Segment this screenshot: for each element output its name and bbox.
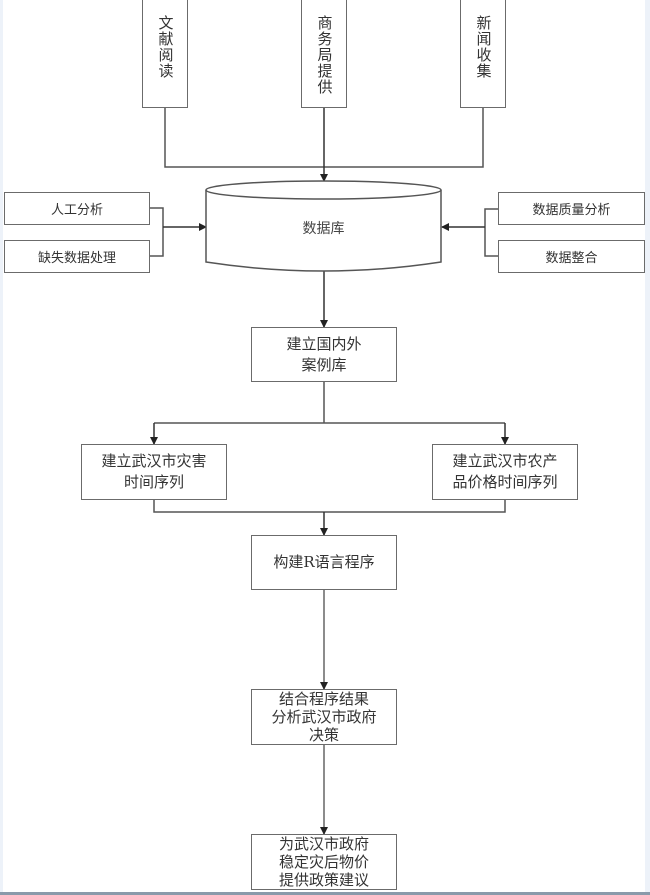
connector-quality-analysis xyxy=(484,208,498,257)
price-series-box: 建立武汉市农产 品价格时间序列 xyxy=(432,444,578,500)
missing-data-label: 缺失数据处理 xyxy=(37,251,116,266)
r-program-label: 构建R语言程序 xyxy=(273,553,375,571)
source-literature-label: 文献阅读 xyxy=(156,15,175,79)
integration-box: 数据整合 xyxy=(498,240,645,273)
connector-case-split xyxy=(154,381,505,424)
source-commerce-bureau-box: 商务局提供 xyxy=(301,0,347,108)
quality-analysis-box: 数据质量分析 xyxy=(498,192,645,225)
recommendation-label: 为武汉市政府 稳定灾后物价 提供政策建议 xyxy=(278,835,369,889)
disaster-series-label: 建立武汉市灾害 时间序列 xyxy=(101,452,207,491)
recommendation-box: 为武汉市政府 稳定灾后物价 提供政策建议 xyxy=(251,834,397,890)
analysis-label: 结合程序结果 分析武汉市政府 决策 xyxy=(271,690,377,744)
database-cylinder xyxy=(205,180,442,272)
connector-series-merge xyxy=(153,499,506,513)
left-edge-strip xyxy=(0,0,3,893)
connector-news xyxy=(324,108,484,168)
right-edge-strip xyxy=(645,0,650,893)
case-library-box: 建立国内外 案例库 xyxy=(251,327,397,382)
connector-manual-analysis xyxy=(149,207,164,257)
source-news-label: 新闻收集 xyxy=(474,15,493,79)
database-label: 数据库 xyxy=(302,221,345,237)
source-commerce-bureau-label: 商务局提供 xyxy=(315,15,334,95)
integration-label: 数据整合 xyxy=(545,251,598,266)
source-literature-box: 文献阅读 xyxy=(142,0,188,108)
quality-analysis-label: 数据质量分析 xyxy=(532,203,611,218)
connector-literature xyxy=(164,108,324,168)
manual-analysis-label: 人工分析 xyxy=(50,203,103,218)
price-series-label: 建立武汉市农产 品价格时间序列 xyxy=(452,452,558,491)
analysis-box: 结合程序结果 分析武汉市政府 决策 xyxy=(251,689,397,745)
bottom-edge-line xyxy=(0,892,650,895)
r-program-box: 构建R语言程序 xyxy=(251,535,397,590)
missing-data-box: 缺失数据处理 xyxy=(4,240,150,273)
disaster-series-box: 建立武汉市灾害 时间序列 xyxy=(81,444,227,500)
case-library-label: 建立国内外 案例库 xyxy=(286,334,362,374)
manual-analysis-box: 人工分析 xyxy=(4,192,150,225)
source-news-box: 新闻收集 xyxy=(460,0,506,108)
